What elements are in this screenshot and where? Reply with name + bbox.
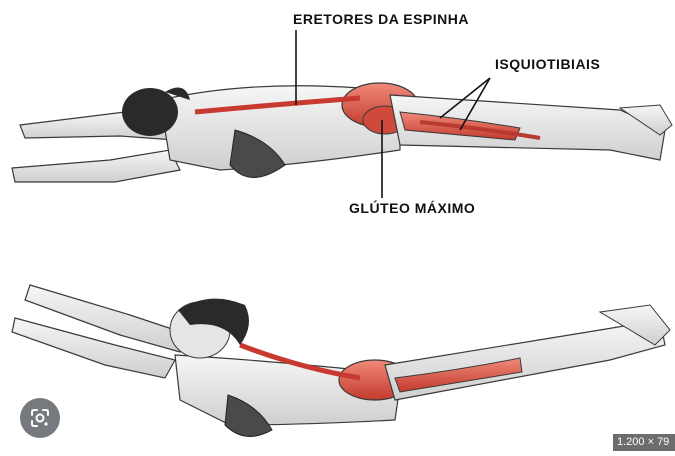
gluteus-maximus-label: GLÚTEO MÁXIMO (349, 200, 475, 216)
erector-spinae-label: ERETORES DA ESPINHA (293, 11, 469, 27)
bottom-figure (12, 285, 670, 436)
lens-icon (29, 407, 51, 429)
lens-search-button[interactable] (20, 398, 60, 438)
image-size-badge: 1.200 × 79 (613, 434, 675, 451)
hamstrings-label: ISQUIOTIBIAIS (495, 56, 600, 72)
top-figure (12, 83, 672, 182)
